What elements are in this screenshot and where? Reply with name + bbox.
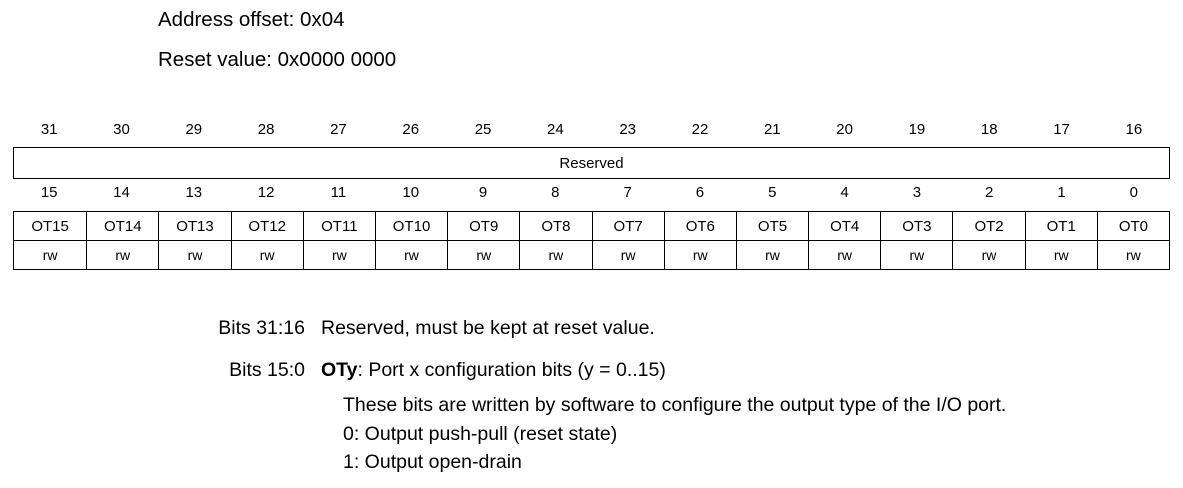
access-type-cell: rw — [1096, 240, 1169, 269]
access-type-cell: rw — [519, 240, 592, 269]
bits-31-16-label: Bits 31:16 — [218, 317, 305, 339]
bit-number: 3 — [912, 184, 922, 201]
access-type-cell: rw — [86, 240, 159, 269]
field-name-cell: OT2 — [952, 212, 1024, 240]
bit-number: 5 — [768, 184, 777, 201]
bit-number: 27 — [330, 121, 347, 138]
bit-number: 15 — [40, 184, 58, 201]
bit-number: 12 — [257, 184, 275, 201]
bits-15-0-label: Bits 15:0 — [229, 359, 305, 381]
access-type-cell: rw — [447, 240, 520, 269]
bit-number: 2 — [985, 184, 994, 201]
bit-number: 29 — [185, 121, 203, 138]
field-name-cell: OT10 — [374, 212, 447, 240]
access-type-cell: rw — [1024, 240, 1097, 269]
access-type-cell: rw — [591, 240, 664, 269]
field-name-cell: OT6 — [663, 212, 736, 240]
bit-number: 18 — [980, 121, 998, 138]
field-name-cell: OT4 — [808, 212, 880, 240]
bit-number: 28 — [257, 121, 275, 138]
bit-number: 6 — [695, 184, 705, 201]
bit-number: 20 — [836, 121, 853, 138]
field-detail-lines: These bits are written by software to co… — [343, 391, 1006, 477]
address-offset-text: Address offset: 0x04 — [158, 8, 345, 31]
bit-number: 17 — [1053, 121, 1070, 138]
bit-number: 22 — [691, 121, 709, 138]
access-type-cell: rw — [808, 240, 881, 269]
reserved-field-box: Reserved — [13, 147, 1170, 179]
bit-number: 0 — [1129, 184, 1139, 201]
access-type-cell: rw — [735, 240, 809, 269]
access-type-cell: rw — [14, 240, 87, 269]
bit-number: 13 — [185, 184, 203, 201]
bit-number: 16 — [1125, 121, 1143, 138]
field-name-cell: OT11 — [302, 212, 375, 240]
bit-number: 8 — [551, 184, 560, 201]
field-name-cell: OT8 — [519, 212, 591, 240]
access-type-cell: rw — [374, 240, 448, 269]
field-name-cell: OT9 — [447, 212, 519, 240]
bit-number: 30 — [113, 121, 130, 138]
bits-15-0-text: OTy: Port x configuration bits (y = 0..1… — [321, 358, 666, 382]
field-name-cell: OT0 — [1096, 212, 1169, 240]
bits-31-16-description-row: Bits 31:16 Reserved, must be kept at res… — [0, 316, 655, 340]
bit-number: 31 — [40, 121, 58, 138]
bit-number: 26 — [402, 121, 420, 138]
access-type-cell: rw — [230, 240, 303, 269]
field-name-cell: OT15 — [31, 217, 69, 235]
field-name-cell: OT3 — [880, 212, 952, 240]
reserved-field-label: Reserved — [559, 154, 624, 172]
bit-number: 4 — [840, 184, 849, 201]
bit-number: 10 — [402, 184, 420, 201]
detail-line: 1: Output open-drain — [343, 451, 522, 473]
field-description: : Port x configuration bits (y = 0..15) — [357, 359, 666, 381]
field-name-oty: OTy — [321, 359, 358, 381]
access-type-cell: rw — [158, 240, 231, 269]
access-type-cell: rw — [952, 240, 1025, 269]
bit-number: 21 — [763, 121, 781, 138]
bits-15-0-description-row: Bits 15:0 OTy: Port x configuration bits… — [0, 358, 666, 382]
detail-line: 0: Output push-pull (reset state) — [343, 422, 618, 445]
detail-line: These bits are written by software to co… — [343, 394, 1007, 416]
bit-numbers-row-31-16: 31 30 29 28 27 26 25 24 23 22 21 20 19 18 17 16 — [13, 119, 1170, 141]
bit-number: 24 — [547, 121, 564, 138]
reset-value-text: Reset value: 0x0000 0000 — [158, 48, 397, 71]
field-name-cell: OT12 — [230, 212, 303, 240]
access-type-cell: rw — [302, 240, 375, 269]
access-type-cell: rw — [663, 240, 736, 269]
bit-number: 23 — [619, 121, 636, 138]
access-type-cell: rw — [880, 240, 953, 269]
field-name-cell: OT1 — [1024, 212, 1097, 240]
bits-31-16-text: Reserved, must be kept at reset value. — [321, 317, 655, 339]
bit-number: 14 — [113, 184, 130, 201]
bit-number: 19 — [908, 121, 926, 138]
field-name-cell: OT14 — [86, 212, 158, 240]
field-name-cell: OT7 — [591, 212, 664, 240]
field-name-cell: OT13 — [158, 212, 230, 240]
bit-number: 11 — [330, 184, 347, 201]
bit-number: 7 — [623, 184, 632, 201]
bit-number: 1 — [1057, 184, 1066, 201]
bit-number: 25 — [474, 121, 492, 138]
bit-number: 9 — [478, 184, 488, 201]
field-name-cell: OT5 — [735, 212, 808, 240]
